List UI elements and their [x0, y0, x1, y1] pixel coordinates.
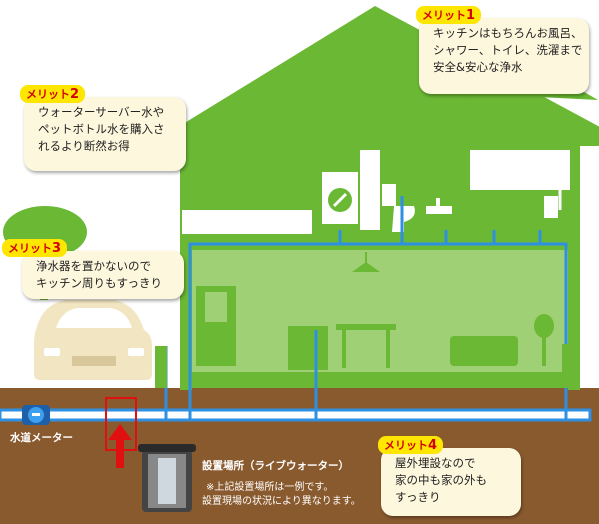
upper-rooms [182, 150, 570, 234]
water-filter-unit-icon [138, 444, 196, 512]
merit-4-bubble: 屋外埋設なので 家の中も家の外も すっきり [381, 448, 521, 516]
merit-2-badge: メリット2 [20, 85, 86, 103]
merit-1-badge-text: メリット [422, 9, 466, 22]
merit-2-badge-num: 2 [70, 87, 80, 102]
merit-3-bubble: 浄水器を置かないので キッチン周りもすっきり [22, 251, 184, 299]
merit-1-line-1: キッチンはもちろんお風呂、 [433, 26, 583, 40]
merit-4-badge-num: 4 [428, 438, 438, 453]
merit-4-badge-text: メリット [384, 439, 428, 452]
merit-3-badge: メリット3 [2, 239, 68, 257]
merit-1-line-2: シャワー、トイレ、洗濯まで [433, 43, 583, 57]
faucet-icon [155, 344, 574, 388]
plant-icon [534, 314, 554, 366]
washing-machine-icon [322, 172, 358, 224]
merit-3-line-2: キッチン周りもすっきり [36, 276, 163, 290]
water-meter-icon [22, 405, 50, 425]
house-pipes [164, 196, 568, 420]
merit-1-badge: メリット1 [416, 6, 482, 24]
up-arrow-icon [108, 424, 132, 468]
install-note-2: 設置現場の状況により異なります。 [202, 496, 361, 507]
dining-set [336, 324, 396, 368]
merit-1-bubble: キッチンはもちろんお風呂、 シャワー、トイレ、洗濯まで 安全&安心な浄水 [419, 18, 589, 94]
kitchen-cabinet [196, 286, 236, 366]
merit-4-line-1: 屋外埋設なので [395, 456, 476, 470]
merit-4-line-2: 家の中も家の外も [395, 473, 487, 487]
kitchen-counter [288, 326, 328, 370]
merit-1-line-3: 安全&安心な浄水 [433, 60, 523, 74]
merit-2-line-1: ウォーターサーバー水や [38, 105, 165, 119]
merit-4-badge: メリット4 [378, 436, 444, 454]
merit-3-line-1: 浄水器を置かないので [36, 259, 151, 273]
car-icon [34, 300, 152, 380]
merit-2-line-2: ペットボトル水を購入さ [38, 122, 165, 136]
sink-icon [426, 198, 452, 214]
merit-4-line-3: すっきり [395, 490, 441, 504]
underground-pipe [0, 408, 592, 422]
merit-3-badge-text: メリット [8, 242, 52, 255]
merit-1-badge-num: 1 [466, 8, 476, 23]
install-note-1: ※上記設置場所は一例です。 [206, 482, 334, 493]
merit-2-badge-text: メリット [26, 88, 70, 101]
merit-2-line-3: れるより断然お得 [38, 139, 130, 153]
sofa-icon [450, 336, 518, 366]
pendant-lamp-icon [352, 252, 380, 272]
merit-3-badge-num: 3 [52, 241, 62, 256]
install-title: 設置場所（ライブウォーター） [202, 460, 349, 472]
merit-2-bubble: ウォーターサーバー水や ペットボトル水を購入さ れるより断然お得 [24, 97, 186, 171]
shower-icon [544, 156, 562, 218]
water-meter-label: 水道メーター [10, 432, 73, 444]
